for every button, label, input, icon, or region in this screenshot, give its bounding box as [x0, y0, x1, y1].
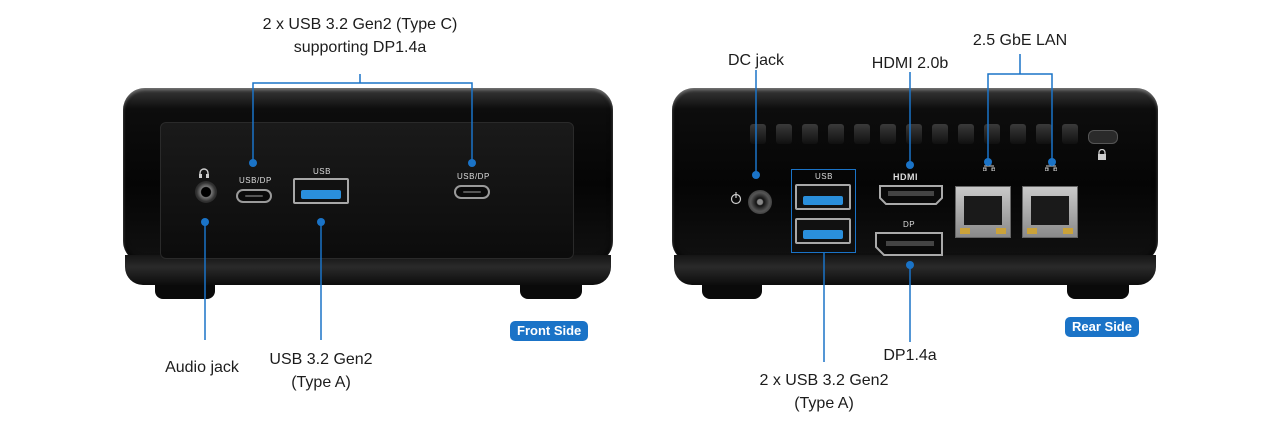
rear-foot-right: [1067, 285, 1129, 299]
lan-port-right: [1022, 186, 1078, 238]
callout-hdmi: HDMI 2.0b: [871, 55, 949, 72]
port-label-usb-rear: USB: [815, 172, 833, 181]
callout-rear-usba: 2 x USB 3.2 Gen2 (Type A): [759, 372, 889, 412]
usba-port-rear-bottom: [795, 218, 851, 244]
front-side-badge: Front Side: [510, 321, 589, 341]
rear-usb-group-outline: [791, 169, 856, 253]
usbc-port-left: [236, 189, 272, 203]
callout-front-usba: USB 3.2 Gen2 (Type A): [269, 351, 373, 391]
hdmi-port: [878, 184, 944, 206]
power-icon: [730, 192, 742, 206]
callout-audio-jack: Audio jack: [165, 359, 239, 376]
front-foot-left: [155, 285, 215, 299]
dc-jack-port: [748, 190, 772, 214]
rear-base: [674, 255, 1156, 285]
front-panel: [160, 122, 574, 259]
front-foot-right: [520, 285, 582, 299]
headphone-icon: [198, 166, 210, 178]
callout-dp: DP1.4a: [883, 347, 937, 364]
port-label-usbdp-left: USB/DP: [239, 176, 272, 185]
displayport-port: [874, 231, 944, 257]
rear-foot-left: [702, 285, 762, 299]
usba-port-front: [293, 178, 349, 204]
front-base: [125, 255, 611, 285]
usbc-port-right: [454, 185, 490, 199]
lan-port-left: [955, 186, 1011, 238]
port-label-hdmi: HDMI: [893, 172, 918, 182]
lock-icon: [1097, 148, 1107, 160]
security-lock-slot: [1088, 130, 1118, 144]
port-label-usbdp-right: USB/DP: [457, 172, 490, 181]
callout-lan: 2.5 GbE LAN: [972, 32, 1068, 49]
usba-port-rear-top: [795, 184, 851, 210]
callout-front-usbc: 2 x USB 3.2 Gen2 (Type C) supporting DP1…: [262, 16, 458, 56]
callout-dc-jack: DC jack: [727, 52, 784, 69]
port-label-usb-front: USB: [313, 167, 331, 176]
audio-jack-port: [195, 181, 217, 203]
port-label-dp: DP: [903, 220, 916, 229]
rear-side-badge: Rear Side: [1065, 317, 1139, 337]
